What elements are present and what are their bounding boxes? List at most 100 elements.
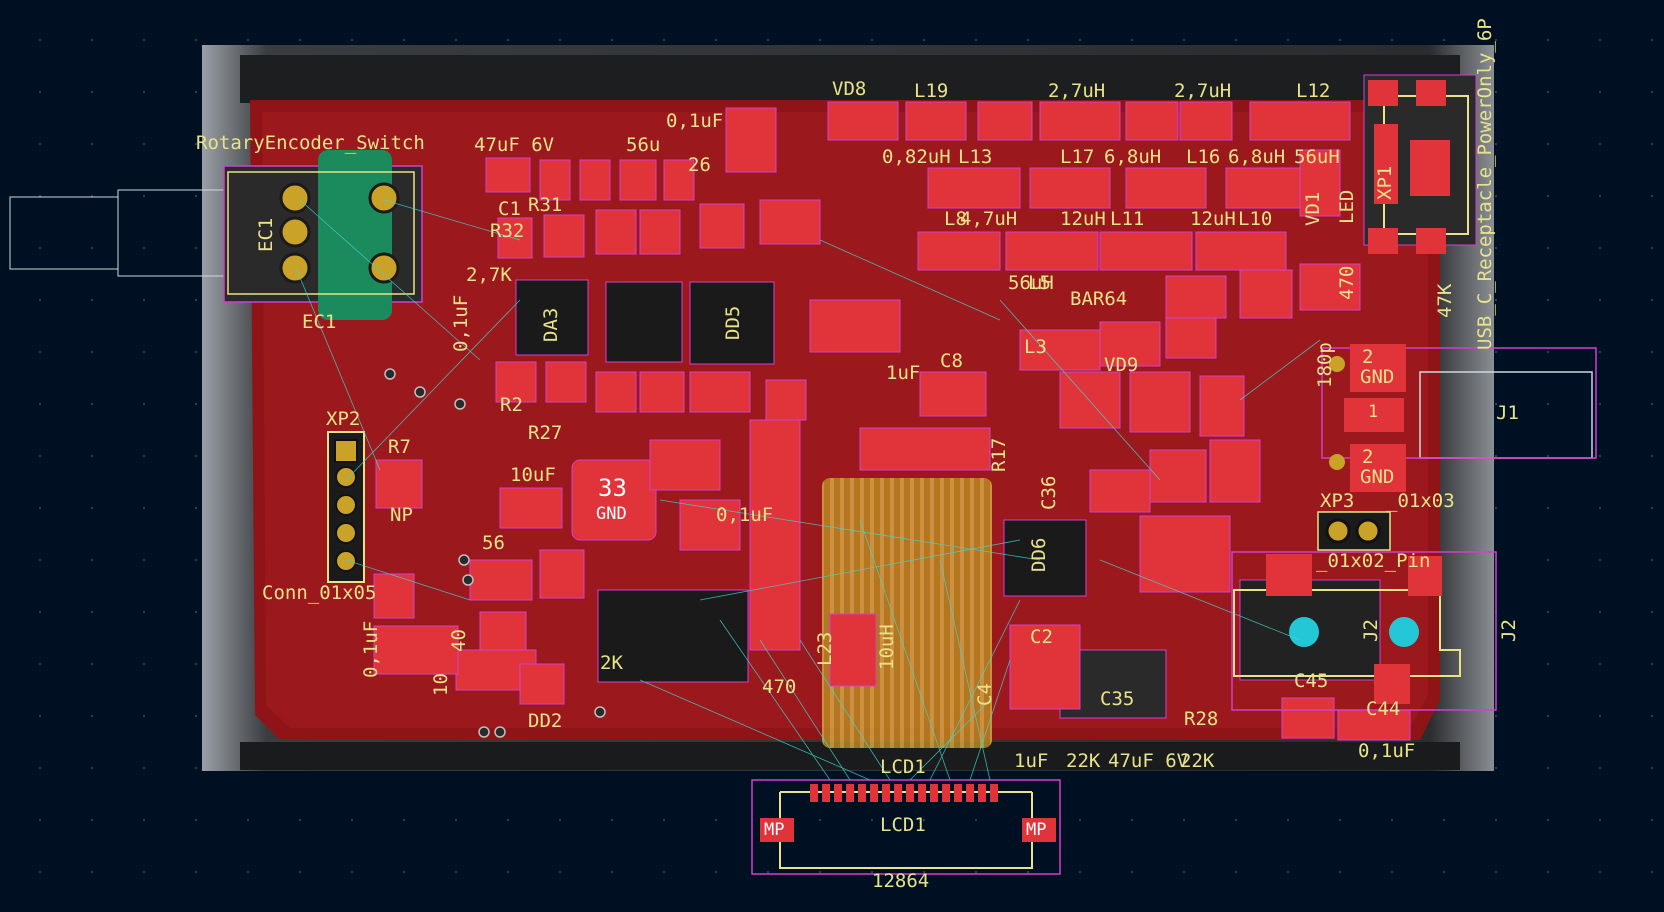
k27-label: 2,7K xyxy=(466,264,512,286)
l3-ref-label: L3 xyxy=(1024,336,1047,358)
j1-pad1-num: 1 xyxy=(1368,402,1379,422)
passive-components[interactable] xyxy=(373,107,1411,741)
c180p-label: 180p xyxy=(1314,342,1336,388)
conn01x03-label: _01x03 xyxy=(1386,490,1455,512)
r31-ref-label: R31 xyxy=(528,194,563,216)
l8-ref-label: L8 xyxy=(944,208,967,230)
bar64-label: BAR64 xyxy=(1070,288,1128,310)
k22-label-b: 22K xyxy=(1180,750,1215,772)
j1-pad2-num-a: 2 xyxy=(1362,346,1374,368)
r27-ref-label: R27 xyxy=(528,422,563,444)
ec1-ref-label: EC1 xyxy=(302,311,337,333)
c01-side-label: 0,1uF xyxy=(450,294,472,352)
l12uh-label-b: 12uH xyxy=(1190,208,1236,230)
c01uf-label-c: 0,1uF xyxy=(716,504,774,526)
j1-footprint[interactable] xyxy=(1321,344,1597,492)
l10-ref-label: L10 xyxy=(1238,208,1273,230)
xp3-footprint[interactable] xyxy=(1317,511,1391,551)
vias xyxy=(384,368,606,738)
xp1-ref-label: XP1 xyxy=(1374,165,1396,200)
r17-ref-label: R17 xyxy=(988,437,1010,472)
l12-ref-label: L12 xyxy=(1296,80,1331,102)
l27uh-label-a: 2,7uH xyxy=(1048,80,1106,102)
xp3-ref-label: XP3 xyxy=(1320,490,1355,512)
c10uf-label: 10uF xyxy=(510,464,556,486)
c47uf-label: 47uF 6V xyxy=(474,134,555,156)
c1uf-label-b: 1uF xyxy=(886,362,921,384)
v56-label: 56 xyxy=(482,532,505,554)
c01uf-label-a: 0,1uF xyxy=(666,110,724,132)
c2-ref-label: C2 xyxy=(1030,626,1053,648)
r470-label-b: 470 xyxy=(762,676,797,698)
v40-label: 40 xyxy=(448,629,470,652)
l13-ref-label: L13 xyxy=(958,146,993,168)
vd9-ref-label: VD9 xyxy=(1104,354,1139,376)
r7-value-label: NP xyxy=(390,504,413,526)
k22-label-a: 22K xyxy=(1066,750,1101,772)
conn01x02-label: _01x02_Pin xyxy=(1316,550,1431,572)
usb-c-value-label: USB_C_Receptacle_PowerOnly_6P xyxy=(1474,18,1496,350)
lcd1-inner-label: LCD1 xyxy=(880,814,926,836)
xp2-ref-label: XP2 xyxy=(326,408,361,430)
encoder-shaft-outline xyxy=(9,196,119,270)
j1-pad2-num-b: 2 xyxy=(1362,446,1374,468)
l16-ref-label: L16 xyxy=(1186,146,1221,168)
l56uh-label: 56uH xyxy=(1294,146,1340,168)
c56u-label: 56u xyxy=(626,134,661,156)
c35-ref-label: C35 xyxy=(1100,688,1135,710)
c8-ref-label: C8 xyxy=(940,350,963,372)
l68-label-a: 6,8uH xyxy=(1104,146,1162,168)
lcd-mp-pad-b: MP xyxy=(1026,820,1047,840)
l082-label: 0,82uH xyxy=(882,146,951,168)
encoder-pads xyxy=(279,182,400,284)
r28-ref-label: R28 xyxy=(1184,708,1219,730)
dd5-ref-label: DD5 xyxy=(722,305,744,340)
vd1-ref-label: VD1 xyxy=(1302,191,1324,226)
ec1-inner-label: EC1 xyxy=(255,217,277,252)
a2k-label: 2K xyxy=(600,652,623,674)
l47uh-label: 4,7uH xyxy=(960,208,1018,230)
lcd-connector[interactable] xyxy=(751,779,1061,875)
usb-c-footprint[interactable] xyxy=(1368,80,1469,254)
l56uh-label-b: 56uH xyxy=(1008,272,1054,294)
l27uh-label-b: 2,7uH xyxy=(1174,80,1232,102)
dd2-ref-label: DD2 xyxy=(528,710,563,732)
da3-ref-label: DA3 xyxy=(540,307,562,342)
r470-label: 470 xyxy=(1336,265,1358,300)
r32-ref-label: R32 xyxy=(490,220,525,242)
conn-value-label: Conn_01x05 xyxy=(262,582,377,604)
c47uf-label-b: 47uF 6V xyxy=(1108,750,1189,772)
qfn-33-package[interactable] xyxy=(571,459,657,541)
j2-footprint[interactable] xyxy=(1231,551,1497,711)
j2-ref-label: J2 xyxy=(1498,619,1520,642)
l11-ref-label: L11 xyxy=(1110,208,1145,230)
ratsnest-lines xyxy=(295,199,1321,781)
inductor-row-top[interactable] xyxy=(827,101,1351,271)
xp2-pins xyxy=(334,439,358,572)
l12uh-label-a: 12uH xyxy=(1060,208,1106,230)
rotary-encoder-label: RotaryEncoder_Switch xyxy=(196,132,425,154)
l5-ref-label: L5 xyxy=(1028,272,1051,294)
vd8-ref-label: VD8 xyxy=(832,78,867,100)
lcd-model-label: 12864 xyxy=(872,870,930,892)
j1-ref-label: J1 xyxy=(1496,402,1519,424)
j1-gnd-label-b: GND xyxy=(1360,466,1395,488)
c1-ref-label: C1 xyxy=(498,198,521,220)
c4-ref-label: C4 xyxy=(974,683,996,706)
led-value-label: LED xyxy=(1336,189,1358,224)
c01uf-label-d: 0,1uF xyxy=(360,620,382,678)
enclosure-rim xyxy=(240,55,1460,103)
k47-label: 47K xyxy=(1434,283,1456,318)
l17-ref-label: L17 xyxy=(1060,146,1095,168)
lcd1-ref-label: LCD1 xyxy=(880,756,926,778)
c36-ref-label: C36 xyxy=(1038,475,1060,510)
r2-ref-label: R2 xyxy=(500,394,523,416)
v26-label: 26 xyxy=(688,154,711,176)
j2-inner-label: J2 xyxy=(1360,619,1382,642)
l10uh-label: 10uH xyxy=(876,624,898,670)
qfn-pin-number: 33 xyxy=(598,474,627,502)
lcd-mp-pad-a: MP xyxy=(764,820,785,840)
c44-ref-label: C44 xyxy=(1366,698,1401,720)
